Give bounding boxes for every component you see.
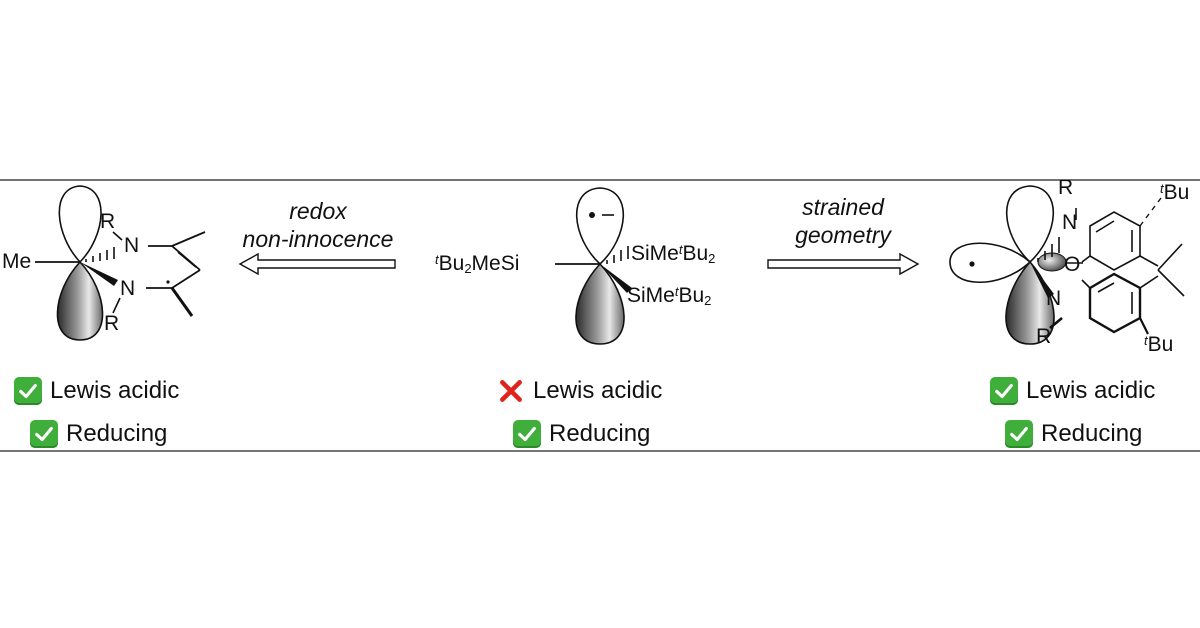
right-tbu-bottom-label: tBu	[1144, 333, 1174, 356]
left-r-bottom-label: R	[104, 312, 120, 335]
left-upper-orbital-lobe	[58, 185, 102, 264]
left-n-bottom-label: N	[120, 277, 136, 300]
center-ru-sub: 2	[708, 251, 716, 266]
right-left-orbital-lobe	[949, 242, 1032, 283]
center-ru-prefix: SiMe	[631, 242, 679, 265]
check-icon	[513, 420, 541, 448]
right-wedge-bond	[1030, 262, 1054, 298]
left-reaction-arrow	[238, 252, 396, 276]
center-left-sup: t	[435, 252, 439, 267]
check-icon	[1005, 420, 1033, 448]
center-right-silyl-upper-label: SiMetBu2	[631, 242, 716, 266]
right-n-top-label: N	[1062, 211, 1078, 234]
center-lower-orbital-lobe	[575, 262, 625, 345]
right-upper-orbital-lobe	[1005, 185, 1055, 264]
center-ru-bu: Bu	[682, 242, 709, 265]
center-ru-sup: t	[678, 242, 683, 257]
cross-icon	[497, 377, 525, 405]
right-arrow-label-line1: strained	[802, 194, 884, 220]
upper-aryl-ring	[1089, 211, 1141, 271]
center-rl-sub: 2	[704, 293, 712, 308]
right-n-bottom-label: N	[1046, 287, 1062, 310]
right-tbu-top-main: Bu	[1163, 181, 1190, 204]
right-o-label: O	[1064, 253, 1081, 276]
center-rl-sup: t	[674, 284, 679, 299]
right-tbu-top-sup: t	[1160, 181, 1164, 196]
center-left-sub: 2	[464, 261, 472, 276]
left-hashed-bond	[85, 247, 115, 262]
right-tbu-top-label: tBu	[1160, 181, 1190, 204]
right-status-lewis: Lewis acidic	[990, 377, 1155, 405]
left-molecule-graphic	[35, 185, 206, 341]
center-hashed-bond	[606, 246, 629, 264]
center-rl-prefix: SiMe	[627, 284, 675, 307]
center-molecule-graphic	[555, 187, 632, 345]
center-left-silyl-label: tBu2MeSi	[435, 252, 520, 276]
check-icon	[990, 377, 1018, 405]
left-n-top-label: N	[124, 234, 140, 257]
right-r-bottom-label: R	[1036, 325, 1052, 348]
center-upper-orbital-lobe	[575, 187, 625, 266]
left-status-lewis-label: Lewis acidic	[50, 377, 180, 404]
center-wedge-bond	[600, 264, 632, 293]
left-me-label: Me	[2, 250, 32, 273]
right-status-lewis-label: Lewis acidic	[1026, 377, 1156, 404]
right-status-reducing: Reducing	[1005, 420, 1142, 448]
center-rl-bu: Bu	[678, 284, 705, 307]
left-r-top-label: R	[100, 210, 116, 233]
right-status-reducing-label: Reducing	[1041, 420, 1143, 447]
right-reaction-arrow	[767, 252, 920, 276]
check-icon	[30, 420, 58, 448]
center-right-silyl-lower-label: SiMetBu2	[627, 284, 712, 308]
center-left-tail: MeSi	[471, 252, 520, 275]
left-wedge-bond	[80, 262, 118, 286]
center-status-reducing: Reducing	[513, 420, 650, 448]
center-status-lewis-label: Lewis acidic	[533, 377, 663, 404]
left-arrow-label-line1: redox	[289, 198, 347, 224]
left-arrow-label: redox non-innocence	[228, 197, 408, 253]
check-icon	[14, 377, 42, 405]
right-tbu-bottom-sup: t	[1144, 333, 1148, 348]
right-arrow-label: strained geometry	[758, 193, 928, 249]
center-status-reducing-label: Reducing	[549, 420, 651, 447]
left-status-reducing: Reducing	[30, 420, 167, 448]
right-arrow-label-line2: geometry	[795, 222, 891, 248]
right-tbu-bottom-main: Bu	[1147, 333, 1174, 356]
right-hashed-bond	[1037, 237, 1060, 262]
left-arrow-label-line2: non-innocence	[242, 226, 394, 252]
right-molecule-graphic	[949, 185, 1185, 345]
left-status-reducing-label: Reducing	[66, 420, 168, 447]
center-left-bu: Bu	[438, 252, 465, 275]
left-status-lewis: Lewis acidic	[14, 377, 179, 405]
center-status-lewis: Lewis acidic	[497, 377, 662, 405]
right-radical-dot	[969, 261, 975, 267]
right-r-top-label: R	[1058, 176, 1074, 199]
center-radical-dot	[589, 212, 595, 218]
left-lower-orbital-lobe	[56, 260, 104, 341]
